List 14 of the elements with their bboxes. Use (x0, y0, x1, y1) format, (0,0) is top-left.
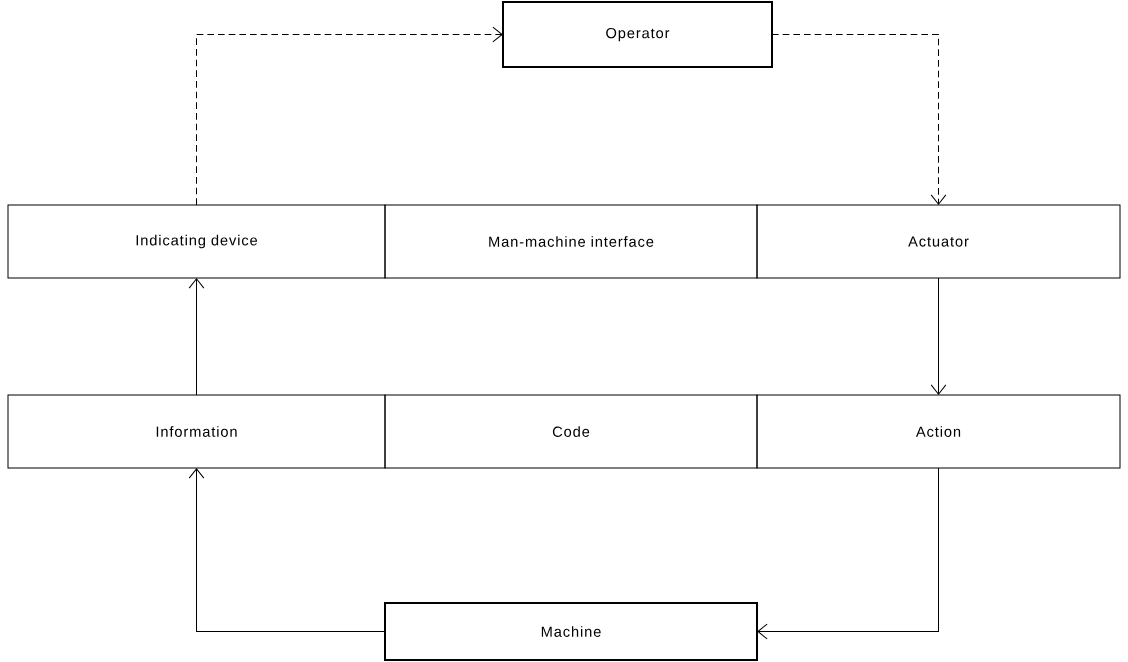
arrow (196, 26, 503, 206)
process-box: Machine (384, 602, 758, 661)
cell: Man-machine interface (384, 204, 758, 279)
cell: Code (384, 394, 758, 469)
arrow (188, 278, 205, 396)
arrow (771, 34, 947, 205)
cell: Action (756, 394, 1121, 469)
arrow (188, 468, 386, 632)
cell: Indicating device (7, 204, 386, 279)
cell: Actuator (756, 204, 1121, 279)
process-box: Operator (502, 1, 773, 68)
arrow (757, 467, 939, 640)
cell: Information (7, 394, 386, 469)
arrow (930, 277, 947, 395)
